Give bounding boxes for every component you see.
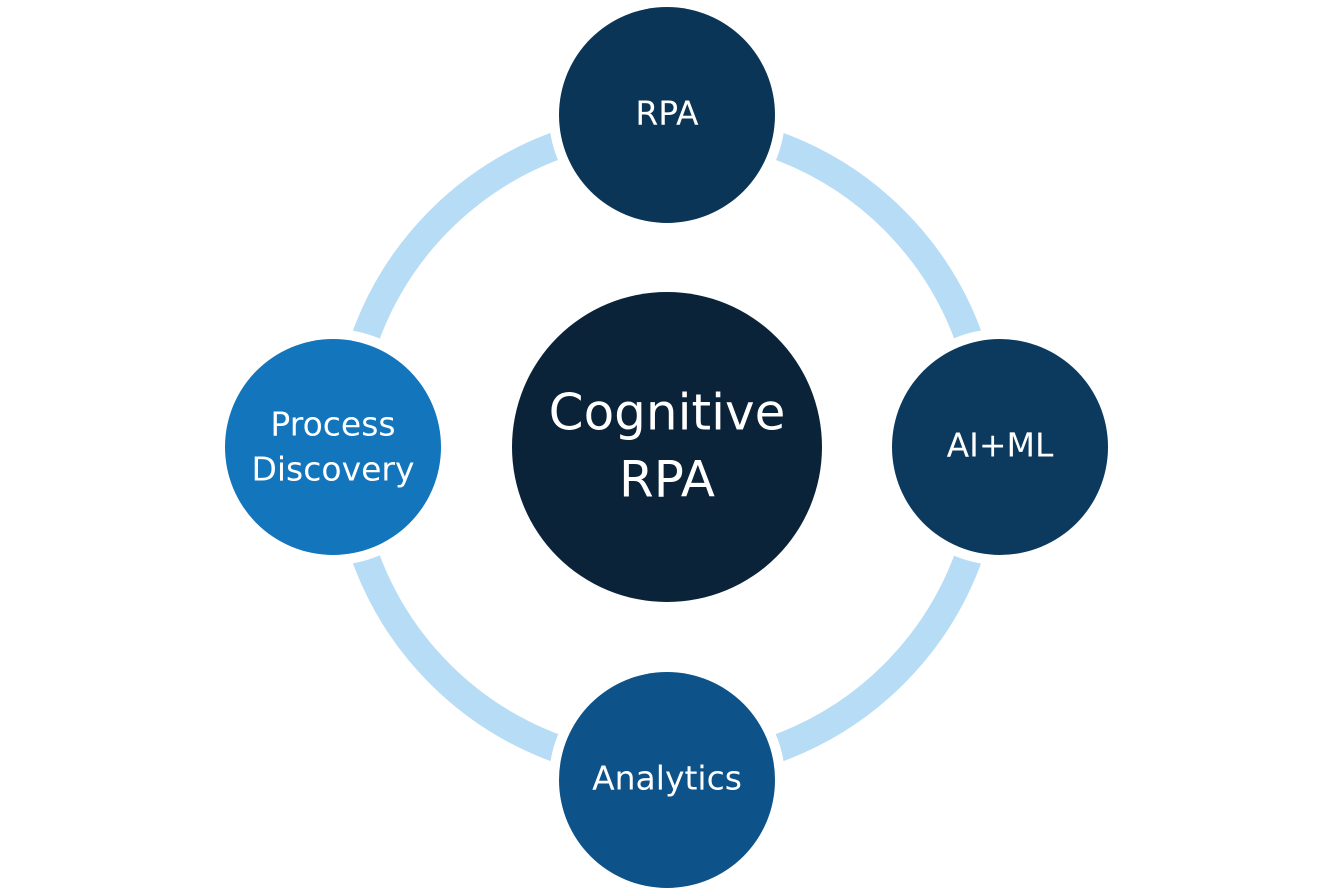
analytics-node: Analytics — [559, 672, 775, 888]
ai-ml-node-label: AI+ML — [947, 426, 1054, 465]
rpa-node-label: RPA — [635, 94, 699, 133]
process-discovery-node: Process Discovery — [225, 339, 441, 555]
center-node-label-line2: RPA — [619, 451, 715, 509]
analytics-node-circle — [559, 672, 775, 888]
process-discovery-node-label-line2: Discovery — [251, 450, 414, 489]
analytics-node-label: Analytics — [592, 759, 742, 798]
rpa-node-circle — [559, 7, 775, 223]
process-discovery-node-label-line1: Process — [270, 405, 395, 444]
process-discovery-node-circle — [225, 339, 441, 555]
ai-ml-node-circle — [892, 339, 1108, 555]
center-node-label-line1: Cognitive — [549, 384, 786, 442]
rpa-node: RPA — [559, 7, 775, 223]
ai-ml-node: AI+ML — [892, 339, 1108, 555]
center-node-circle — [512, 292, 822, 602]
center-node: Cognitive RPA — [512, 292, 822, 602]
